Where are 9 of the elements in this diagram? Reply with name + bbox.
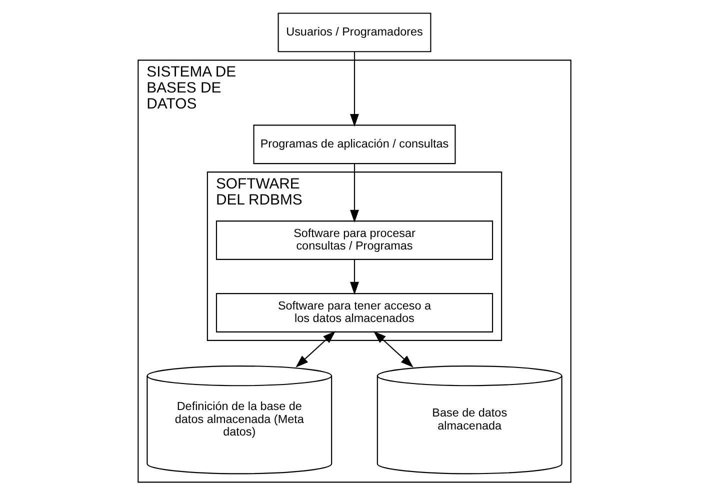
node-box: Software para tener acceso a los datos almacenados: [215, 292, 493, 332]
arrow: [350, 259, 358, 294]
arrow: [372, 330, 413, 368]
arrow: [295, 330, 336, 368]
arrow: [350, 51, 358, 126]
node-box: Usuarios / Programadores: [277, 12, 431, 52]
node-box: Software para procesar consultas / Programas: [215, 220, 493, 260]
node-box: Programas de aplicación / consultas: [252, 124, 456, 164]
arrow: [350, 163, 358, 222]
